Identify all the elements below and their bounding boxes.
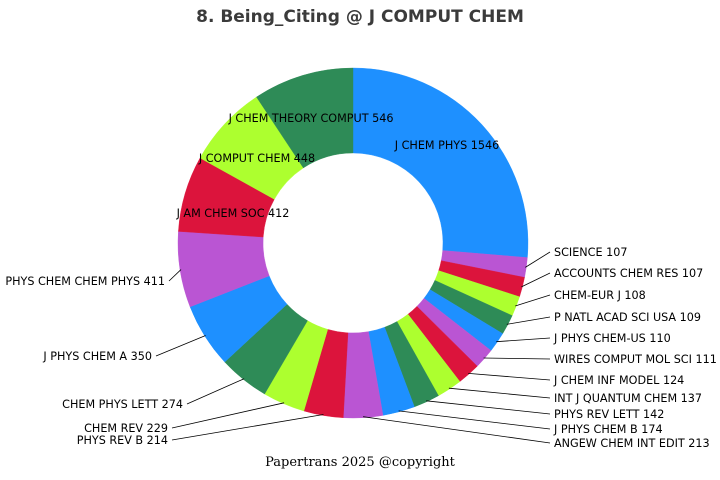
label-leader-line bbox=[525, 251, 551, 268]
slice-label-angew-chem-int-edit: ANGEW CHEM INT EDIT 213 bbox=[554, 437, 710, 450]
chart-title: 8. Being_Citing @ J COMPUT CHEM bbox=[196, 7, 524, 27]
slice-label-chem-rev: CHEM REV 229 bbox=[84, 422, 168, 435]
slice-label-p-natl-acad-sci-usa: P NATL ACAD SCI USA 109 bbox=[554, 311, 701, 324]
slice-label-j-phys-chem-b: J PHYS CHEM B 174 bbox=[553, 423, 663, 436]
slice-label-accounts-chem-res: ACCOUNTS CHEM RES 107 bbox=[554, 267, 703, 280]
label-leader-line bbox=[168, 269, 182, 282]
slice-label-j-phys-chem-a: J PHYS CHEM A 350 bbox=[42, 350, 152, 363]
label-leader-line bbox=[521, 272, 551, 288]
label-leader-line bbox=[363, 416, 551, 444]
slice-label-chem-phys-lett: CHEM PHYS LETT 274 bbox=[62, 398, 183, 411]
slice-label-wires-comput-mol-sci: WIRES COMPUT MOL SCI 111 bbox=[554, 353, 717, 366]
slice-label-science: SCIENCE 107 bbox=[554, 246, 627, 259]
slice-label-phys-chem-chem-phys: PHYS CHEM CHEM PHYS 411 bbox=[5, 275, 165, 288]
label-leader-line bbox=[448, 387, 551, 399]
slice-label-j-am-chem-soc: J AM CHEM SOC 412 bbox=[176, 207, 290, 220]
slice-label-j-chem-theory-comput: J CHEM THEORY COMPUT 546 bbox=[228, 112, 394, 125]
slice-label-int-j-quantum-chem: INT J QUANTUM CHEM 137 bbox=[554, 392, 702, 405]
slice-label-j-comput-chem: J COMPUT CHEM 448 bbox=[198, 152, 315, 165]
label-leader-line bbox=[496, 337, 551, 343]
label-leader-line bbox=[483, 357, 551, 360]
pie-slice-j-chem-theory-comput bbox=[256, 67, 354, 169]
label-leader-line bbox=[515, 294, 551, 307]
label-leader-line bbox=[171, 402, 285, 429]
label-leader-line bbox=[171, 414, 324, 441]
label-leader-line bbox=[398, 410, 551, 430]
label-leader-line bbox=[468, 373, 551, 381]
slice-label-phys-rev-b: PHYS REV B 214 bbox=[77, 434, 168, 447]
slice-label-j-chem-inf-model: J CHEM INF MODEL 124 bbox=[553, 374, 684, 387]
slice-label-j-phys-chem-us: J PHYS CHEM-US 110 bbox=[553, 332, 671, 345]
slice-label-j-chem-phys: J CHEM PHYS 1546 bbox=[394, 139, 499, 152]
label-leader-line bbox=[426, 400, 551, 415]
pie-slice-j-chem-phys bbox=[352, 67, 529, 258]
label-leader-line bbox=[506, 316, 551, 325]
label-leader-line bbox=[155, 335, 206, 357]
label-leader-line bbox=[186, 378, 245, 405]
slice-label-phys-rev-lett: PHYS REV LETT 142 bbox=[554, 408, 664, 421]
footer-copyright: Papertrans 2025 @copyright bbox=[265, 455, 455, 470]
slice-label-chem-eur-j: CHEM-EUR J 108 bbox=[554, 289, 646, 302]
